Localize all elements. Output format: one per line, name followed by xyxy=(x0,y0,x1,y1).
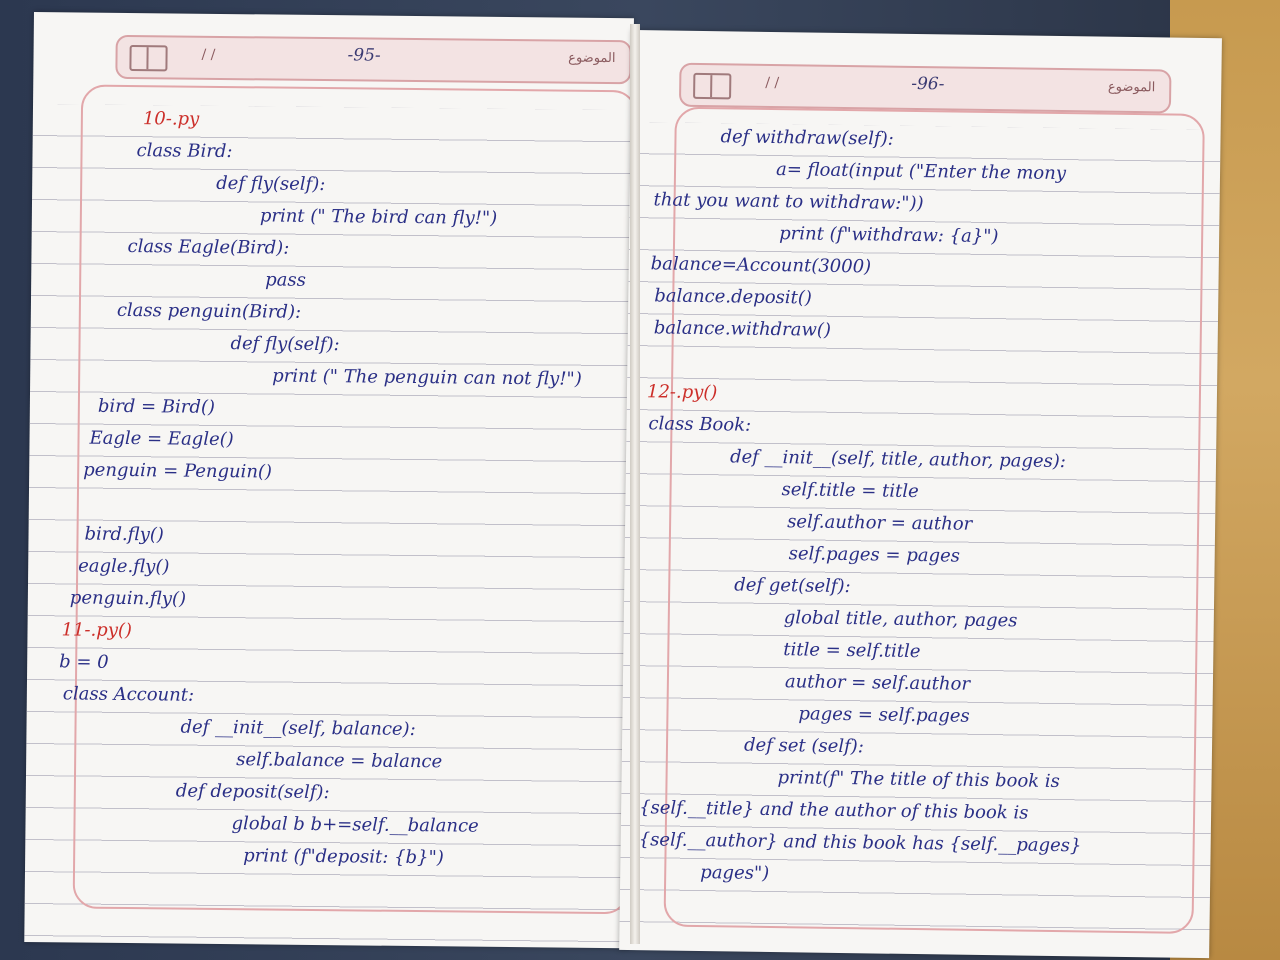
page-header: / / -96- الموضوع xyxy=(678,62,1172,114)
book-icon xyxy=(129,45,168,72)
page-number: -95- xyxy=(347,45,381,66)
subject-label: الموضوع xyxy=(1107,79,1156,96)
notebook-spine xyxy=(630,24,640,944)
code-line: print (f"deposit: {b}") xyxy=(243,845,444,869)
date-label: / / xyxy=(765,74,780,92)
right-page: / / -96- الموضوع def withdraw(self):a= f… xyxy=(619,30,1222,959)
handwritten-code: def withdraw(self):a= float(input ("Ente… xyxy=(620,120,1221,896)
page-header: / / -95- الموضوع xyxy=(115,34,632,85)
date-label: / / xyxy=(201,46,216,63)
book-icon xyxy=(693,72,732,100)
subject-label: الموضوع xyxy=(568,50,616,67)
page-number: -96- xyxy=(911,73,945,95)
